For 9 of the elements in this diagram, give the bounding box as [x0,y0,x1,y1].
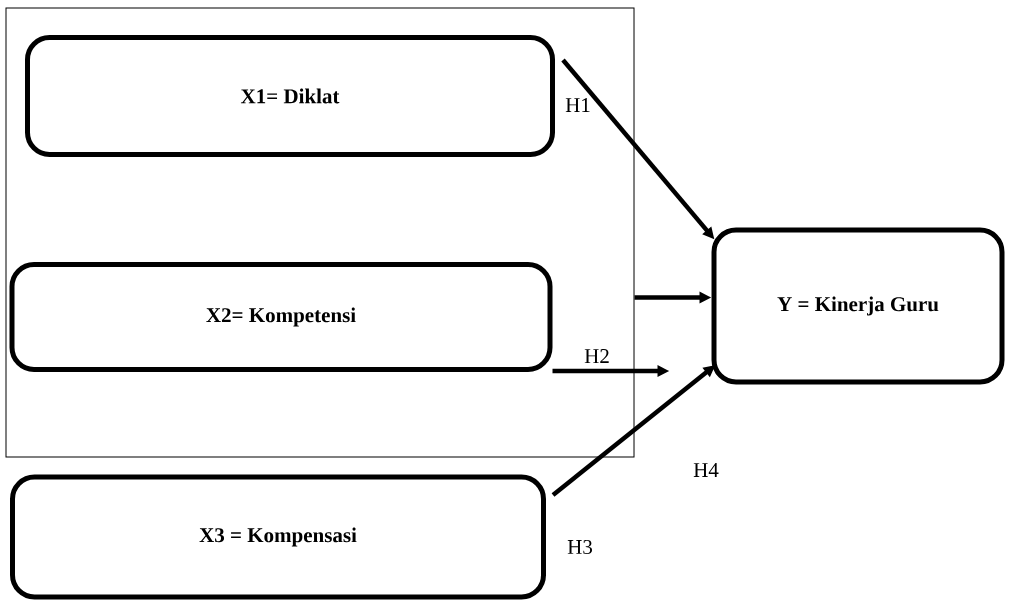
hypothesis-label: H4 [693,463,719,477]
variable-box: X3 = Kompensasi [10,474,546,600]
variable-box: X2= Kompetensi [9,262,553,372]
edge-label: H3 [567,539,592,555]
edge-label: H2 [584,349,609,363]
group-frame [5,7,635,458]
variable-box: X1= Diklat [25,35,555,157]
edge-label: H1 [565,98,590,112]
variable-box: Y = Kinerja Guru [711,227,1005,385]
